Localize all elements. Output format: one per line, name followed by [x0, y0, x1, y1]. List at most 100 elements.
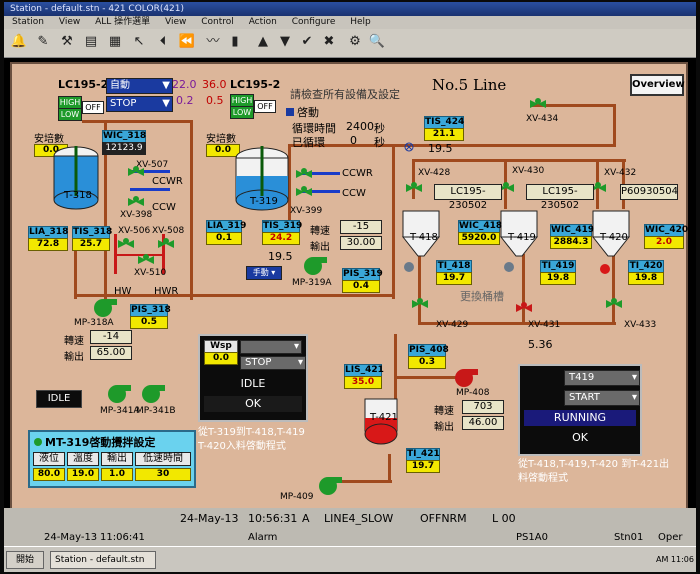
- tank-t319[interactable]: T-319: [234, 146, 290, 212]
- lc-box-b: LC195-230502: [526, 184, 594, 211]
- mp341a-label: MP-341A: [100, 406, 140, 416]
- xv434-label: XV-434: [526, 114, 559, 124]
- cross-valve-icon[interactable]: [404, 142, 414, 152]
- mp319a-mode-select[interactable]: 手動 ▾: [246, 266, 282, 280]
- tank-t318[interactable]: T-318: [52, 146, 100, 212]
- lc-left-mode-select[interactable]: 自動▼: [106, 78, 173, 94]
- tank-t318-label: T-318: [64, 190, 92, 201]
- xv508-label: XV-508: [152, 226, 185, 236]
- valve-xv434-icon[interactable]: [530, 98, 546, 110]
- mixer-header-low-speed: 低速時間: [135, 452, 191, 466]
- menu-action[interactable]: Action: [248, 17, 277, 27]
- tank-t420-label: T-420: [600, 232, 628, 243]
- mixer-value-output[interactable]: 1.0: [101, 468, 133, 481]
- mixer-header-temp: 溫度: [67, 452, 99, 466]
- mp319a-out-label: 輸出: [310, 242, 330, 253]
- valve-xv431-icon[interactable]: [516, 302, 532, 314]
- valve-xv428-icon[interactable]: [406, 182, 422, 194]
- mixer-header-level: 液位: [33, 452, 65, 466]
- bars-icon[interactable]: ▮: [231, 34, 239, 49]
- arrow-down-icon[interactable]: ▼: [280, 34, 290, 49]
- mixer-value-level[interactable]: 80.0: [33, 468, 65, 481]
- mixer-value-temp[interactable]: 19.0: [67, 468, 99, 481]
- xv433-label: XV-433: [624, 320, 657, 330]
- trend-icon[interactable]: 〰: [206, 34, 220, 49]
- idle-status: IDLE: [36, 390, 82, 408]
- change-bucket-button[interactable]: 更換桶槽: [460, 290, 504, 303]
- taskbar-station-item[interactable]: Station - default.stn: [50, 551, 156, 569]
- tank-t419-shape[interactable]: [500, 210, 538, 258]
- lc-left-low[interactable]: LOW: [58, 108, 82, 121]
- wic-420-value: 2.0: [644, 236, 684, 249]
- rewind-icon[interactable]: ⏪: [178, 34, 196, 49]
- status2-stn: Stn01: [614, 532, 644, 543]
- wrench-icon[interactable]: ⚒: [61, 34, 73, 49]
- valve-ccwr2-icon[interactable]: [296, 168, 312, 180]
- lc-left-state-select[interactable]: STOP▼: [106, 96, 173, 112]
- screen: Station - default.stn - 421 COLOR(421) S…: [4, 2, 696, 572]
- wsp-state-select[interactable]: STOP▾: [240, 356, 306, 370]
- run-action-select[interactable]: START▾: [564, 390, 640, 406]
- menu-help[interactable]: Help: [350, 17, 371, 27]
- lc-mid-high[interactable]: HIGH: [230, 94, 254, 107]
- valve-xv429-icon[interactable]: [412, 298, 428, 310]
- valve-xv506-icon[interactable]: [118, 238, 134, 250]
- tank-t421-shape[interactable]: [364, 398, 398, 450]
- menu-control[interactable]: Control: [201, 17, 234, 27]
- close-icon[interactable]: ✖: [323, 34, 335, 49]
- xv507-label: XV-507: [136, 160, 169, 170]
- bell-icon[interactable]: 🔔: [10, 34, 28, 49]
- lc-mid-off[interactable]: OFF: [254, 100, 276, 113]
- station-status-bar: 24-May-13 11:06:41 Alarm PS1A0 Stn01 Ope…: [4, 530, 696, 546]
- ccwr1-label: CCWR: [152, 176, 183, 187]
- tank-t420-shape[interactable]: [592, 210, 630, 258]
- pump-mp408-icon[interactable]: [452, 366, 480, 388]
- mp318a-speed: -14: [90, 330, 132, 344]
- valve-xv508-icon[interactable]: [158, 238, 174, 250]
- page-icon[interactable]: ▤: [84, 34, 98, 49]
- tank-t418-label: T-418: [410, 232, 438, 243]
- valve-xv510-icon[interactable]: [138, 254, 154, 266]
- valve-xv507-icon[interactable]: [128, 166, 144, 178]
- alarm-button[interactable]: Alarm: [248, 532, 278, 543]
- valve-xv398-icon[interactable]: [128, 196, 144, 208]
- tank-t418-shape[interactable]: [402, 210, 440, 258]
- back-icon[interactable]: ⏴: [159, 34, 167, 49]
- run-state: RUNNING: [524, 410, 636, 426]
- detail-icon[interactable]: ▦: [108, 34, 122, 49]
- wsp-blank-select[interactable]: ▾: [240, 340, 302, 354]
- lc-left-off[interactable]: OFF: [82, 101, 104, 114]
- wsp-ok-button[interactable]: OK: [204, 396, 302, 412]
- pump-mp318a-icon[interactable]: [92, 296, 118, 318]
- pump-mp341b-icon[interactable]: [140, 382, 166, 404]
- wsp-state: IDLE: [204, 376, 302, 392]
- overview-button[interactable]: Overview: [630, 74, 685, 96]
- menu-configure[interactable]: Configure: [291, 17, 336, 27]
- pump-mp319a-icon[interactable]: [302, 254, 328, 276]
- status-dot-icon: [34, 438, 42, 446]
- pump-mp409-icon[interactable]: [316, 474, 344, 496]
- menu-station[interactable]: Station: [12, 17, 44, 27]
- menu-edit[interactable]: View: [58, 17, 81, 27]
- run-tank-select[interactable]: T419▾: [564, 370, 640, 386]
- search-icon[interactable]: 🔍: [368, 34, 386, 49]
- lc-mid-low[interactable]: LOW: [230, 106, 254, 119]
- start-checkbox[interactable]: 啓動: [286, 104, 319, 120]
- valve-xv399-icon[interactable]: [296, 186, 312, 198]
- mixer-value-low-speed[interactable]: 30: [135, 468, 191, 481]
- arrow-up-icon[interactable]: ▲: [258, 34, 268, 49]
- cursor-icon[interactable]: ↖: [133, 34, 145, 49]
- pencil-icon[interactable]: ✎: [37, 34, 49, 49]
- ccw2-label: CCW: [342, 188, 366, 199]
- run-ok-button[interactable]: OK: [524, 430, 636, 446]
- start-button[interactable]: 開始: [6, 551, 44, 569]
- valve-xv433-icon[interactable]: [606, 298, 622, 310]
- status-alarm-id[interactable]: LINE4_SLOW: [324, 512, 394, 525]
- menu-all[interactable]: ALL 操作選單: [95, 17, 151, 27]
- pump-mp341a-icon[interactable]: [106, 382, 132, 404]
- check-icon[interactable]: ✔: [301, 34, 313, 49]
- indicator-t419-icon: [504, 262, 514, 272]
- menu-view[interactable]: View: [165, 17, 187, 27]
- tools-icon[interactable]: ⚙: [349, 34, 361, 49]
- wic-418-value: 5920.0: [458, 232, 500, 245]
